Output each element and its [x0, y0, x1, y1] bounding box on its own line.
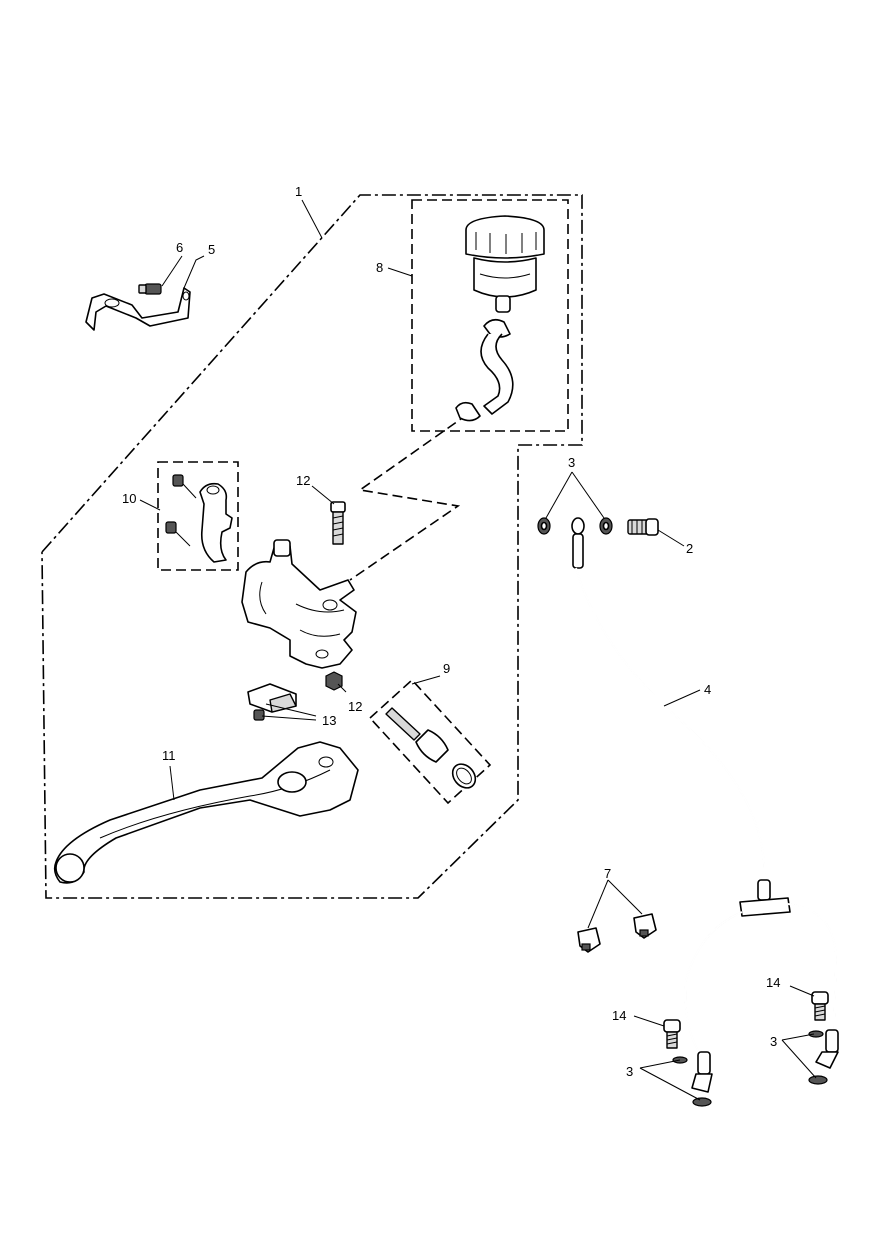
label-8: 8: [376, 260, 383, 275]
piston-kit-part: [385, 707, 477, 789]
pivot-bolt-part: [330, 501, 346, 545]
label-3-top: 3: [568, 455, 575, 470]
master-cylinder-body-part: [241, 539, 357, 669]
label-12-upper: 12: [296, 473, 310, 488]
screw-part: [138, 283, 162, 295]
label-3-left: 3: [626, 1064, 633, 1079]
label-4: 4: [704, 682, 711, 697]
piston-kit-box: [368, 678, 492, 805]
label-9: 9: [443, 661, 450, 676]
leader-lines: [139, 199, 817, 1101]
bracket-part: [85, 287, 191, 331]
brake-hose-part: [571, 517, 839, 1093]
clutch-lever-part: [53, 741, 359, 884]
hose-clips-part: [577, 913, 657, 953]
label-10: 10: [122, 491, 136, 506]
label-13: 13: [322, 713, 336, 728]
reservoir-kit-box: [411, 199, 569, 432]
label-5: 5: [208, 242, 215, 257]
pivot-nut-part: [325, 671, 343, 691]
handlebar-clamp-part: [165, 474, 233, 563]
banjo-bolts-bottom: [663, 991, 829, 1049]
label-1: 1: [295, 184, 302, 199]
clamp-kit-box: [157, 461, 239, 571]
label-6: 6: [176, 240, 183, 255]
sealing-washers-top: [537, 517, 613, 535]
master-cylinder-assembly-outline: [41, 194, 583, 899]
label-2: 2: [686, 541, 693, 556]
label-7: 7: [604, 866, 611, 881]
label-14-right: 14: [766, 975, 780, 990]
fluid-reservoir-part: [455, 215, 545, 422]
hose-routing-line: [349, 413, 469, 581]
label-14-left: 14: [612, 1008, 626, 1023]
sealing-washers-bottom: [672, 1030, 828, 1107]
part-labels: 1 6 5 8 10 12 12 13 9 11 3 2 4 7 14 14 3…: [122, 184, 780, 1079]
label-3-right: 3: [770, 1034, 777, 1049]
brake-switch-part: [247, 683, 297, 721]
banjo-bolt-part: [627, 518, 659, 536]
label-11: 11: [162, 748, 176, 763]
label-12-lower: 12: [348, 699, 362, 714]
